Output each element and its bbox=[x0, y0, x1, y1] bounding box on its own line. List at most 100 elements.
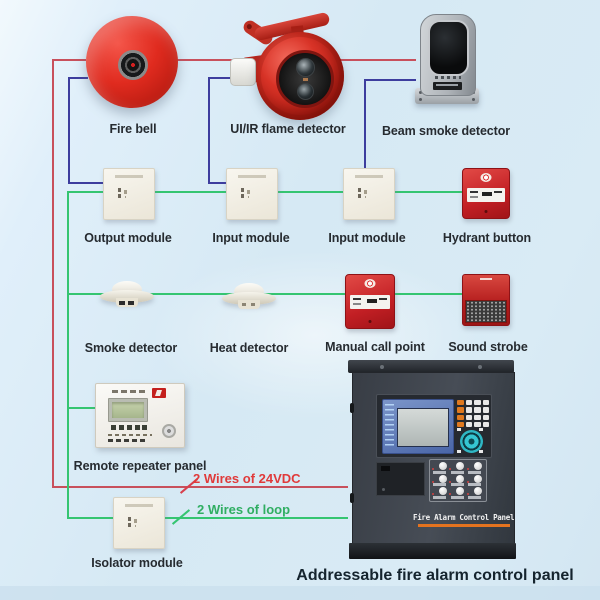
keypad-button bbox=[432, 474, 449, 487]
repeater-emblem-icon bbox=[162, 424, 176, 438]
heat-detector-brim bbox=[222, 292, 276, 305]
wire-signal-to-input-module-1 bbox=[208, 182, 228, 184]
beam-detector-body bbox=[420, 14, 476, 96]
manual-call-point-label-band bbox=[350, 295, 390, 309]
flame-detector-body bbox=[256, 32, 344, 120]
terminal-icon bbox=[358, 188, 361, 192]
input-module-2-device bbox=[343, 168, 395, 220]
remote-repeater-panel-label: Remote repeater panel bbox=[73, 459, 207, 473]
smoke-detector-device bbox=[100, 281, 154, 311]
heat-detector-base bbox=[238, 300, 260, 309]
hydrant-button-label-band bbox=[467, 188, 505, 202]
repeater-indicator-row bbox=[108, 434, 152, 436]
panel-lcd-screen bbox=[397, 408, 449, 447]
brand-emblem-icon bbox=[480, 173, 492, 182]
wire-loop-to-isolator bbox=[67, 517, 115, 519]
panel-display-unit bbox=[376, 394, 492, 458]
terminal-icon bbox=[118, 188, 121, 192]
panel-nameplate: Fire Alarm Control Panel bbox=[413, 513, 515, 522]
brand-emblem-icon bbox=[364, 279, 376, 288]
keypad-button bbox=[467, 474, 484, 487]
terminal-icon bbox=[241, 188, 244, 192]
keypad-button bbox=[450, 474, 467, 487]
manual-call-point-label: Manual call point bbox=[325, 340, 425, 354]
smoke-detector-brim bbox=[100, 290, 154, 303]
wire-24vdc-flame-to-beam bbox=[336, 59, 416, 61]
wire-signal-flame-v bbox=[208, 77, 210, 184]
input-module-1-label: Input module bbox=[212, 231, 290, 245]
panel-hinge bbox=[350, 493, 354, 503]
panel-hinge bbox=[350, 403, 354, 413]
heat-detector-label: Heat detector bbox=[209, 341, 289, 355]
wire-loop-annotation: 2 Wires of loop bbox=[197, 502, 291, 517]
keypad-button bbox=[450, 462, 467, 474]
control-panel-base bbox=[349, 543, 516, 559]
panel-menu-text bbox=[385, 404, 394, 449]
wire-signal-to-input-module-2 bbox=[364, 79, 366, 171]
keypad-button bbox=[467, 487, 484, 499]
flame-detector-connector bbox=[230, 58, 256, 86]
wire-24vdc-bell-to-flame bbox=[176, 59, 234, 61]
repeater-title-text bbox=[112, 390, 146, 393]
heat-detector-device bbox=[222, 283, 276, 313]
remote-repeater-panel-device bbox=[95, 383, 185, 448]
hydrant-button-label: Hydrant button bbox=[442, 231, 532, 245]
hydrant-button-device bbox=[462, 168, 510, 219]
control-panel-body bbox=[350, 372, 515, 546]
screw-icon bbox=[472, 98, 475, 101]
panel-nameplate-underline bbox=[418, 524, 510, 527]
smoke-detector-label: Smoke detector bbox=[84, 341, 178, 355]
flame-detector-face bbox=[276, 50, 334, 108]
brand-logo-icon bbox=[152, 388, 166, 398]
input-module-2-label: Input module bbox=[328, 231, 406, 245]
fire-bell-device bbox=[86, 16, 178, 108]
beam-smoke-detector-device bbox=[412, 14, 482, 106]
fire-bell-hub bbox=[118, 50, 148, 80]
wire-24vdc-to-panel bbox=[52, 486, 348, 488]
panel-function-buttons bbox=[457, 400, 489, 427]
isolator-module-device bbox=[113, 497, 165, 549]
flame-detector-label: UI/IR flame detector bbox=[230, 122, 346, 136]
manual-call-point-led bbox=[368, 320, 372, 323]
repeater-label-row bbox=[108, 439, 148, 442]
terminal-icon bbox=[128, 517, 131, 521]
sound-strobe-grille bbox=[465, 300, 507, 323]
wire-signal-to-output-module bbox=[68, 182, 105, 184]
repeater-keys bbox=[111, 425, 116, 430]
isolator-module-label: Isolator module bbox=[91, 556, 183, 570]
keypad-button bbox=[432, 487, 449, 499]
beam-smoke-detector-label: Beam smoke detector bbox=[381, 124, 511, 138]
keypad-button bbox=[450, 487, 467, 499]
wire-24vdc-vertical bbox=[52, 59, 54, 488]
input-module-1-device bbox=[226, 168, 278, 220]
manual-call-point-device bbox=[345, 274, 395, 329]
screw-icon bbox=[419, 98, 422, 101]
background-band bbox=[0, 586, 600, 600]
control-panel-lid bbox=[348, 360, 514, 373]
wire-loop-to-repeater bbox=[67, 407, 97, 409]
repeater-lcd-display bbox=[108, 398, 148, 422]
wire-loop-to-panel bbox=[162, 517, 348, 519]
sound-strobe-label: Sound strobe bbox=[448, 340, 528, 354]
panel-printer-door bbox=[376, 462, 425, 496]
flame-detector-uv-lens bbox=[296, 58, 315, 77]
diagram-caption: Addressable fire alarm control panel bbox=[296, 567, 574, 584]
output-module-label: Output module bbox=[84, 231, 172, 245]
sound-strobe-device bbox=[462, 274, 510, 326]
flame-detector-device bbox=[228, 8, 344, 122]
hydrant-button-led bbox=[484, 210, 488, 213]
flame-detector-ir-lens bbox=[297, 83, 314, 100]
beam-detector-window bbox=[428, 20, 469, 76]
wire-signal-flame-h bbox=[208, 77, 234, 79]
wire-24vdc-annotation: 2 Wires of 24VDC bbox=[193, 471, 301, 486]
panel-navigation-pad bbox=[457, 428, 483, 453]
panel-keypad bbox=[429, 459, 487, 502]
wire-signal-bell-h bbox=[68, 77, 88, 79]
beam-detector-label-plate bbox=[433, 82, 462, 90]
output-module-device bbox=[103, 168, 155, 220]
fire-bell-label: Fire bell bbox=[109, 122, 157, 136]
wire-loop-vertical bbox=[67, 191, 69, 519]
keypad-button bbox=[432, 462, 449, 474]
panel-display-bezel bbox=[382, 399, 454, 454]
